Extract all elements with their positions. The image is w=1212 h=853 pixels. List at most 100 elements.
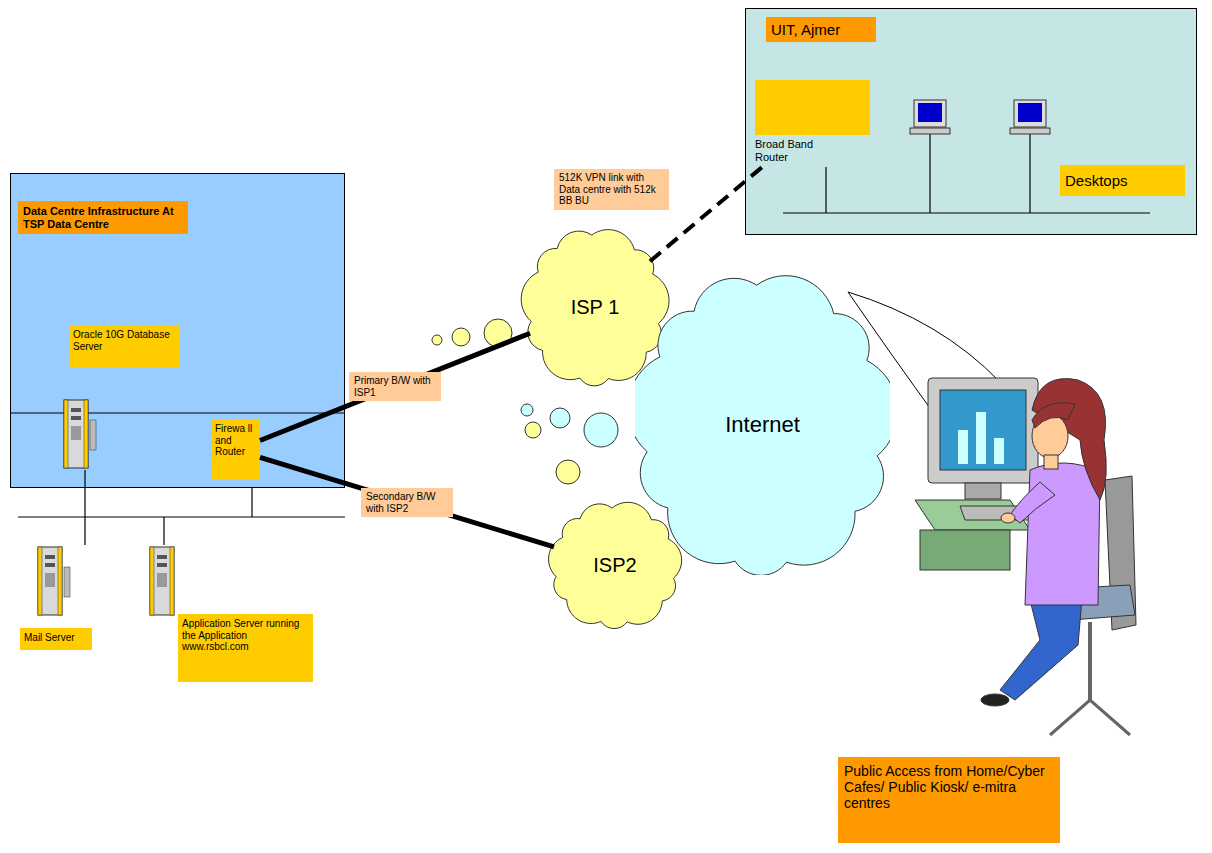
server-label: Mail Server	[20, 628, 92, 650]
server-label: Oracle 10G Database Server	[69, 325, 179, 368]
desktop-icon	[910, 128, 950, 134]
server-icon	[150, 547, 174, 615]
cloud-shape	[521, 230, 669, 386]
server-icon	[58, 547, 62, 615]
internet-cloud: Internet	[635, 275, 890, 575]
server-icon	[90, 420, 96, 450]
server-icon	[150, 547, 174, 615]
user-illustration	[915, 378, 1136, 735]
server-icon	[45, 563, 55, 567]
link-label: Secondary B/W with ISP2	[361, 488, 453, 517]
router-panel	[755, 80, 870, 135]
user-illustration	[958, 430, 968, 464]
lan-bus	[825, 167, 826, 213]
link-label: Primary B/W with ISP1	[349, 372, 441, 401]
user-illustration	[920, 530, 1010, 570]
cloud-label: Internet	[725, 412, 800, 437]
desktop-icon	[1018, 103, 1042, 122]
node-label: Application Server running the Applicati…	[182, 618, 309, 653]
user-illustration	[1088, 622, 1092, 700]
desktop-icon	[918, 103, 942, 122]
cloud-shape	[549, 502, 682, 628]
heading-label: UIT, Ajmer	[766, 17, 876, 42]
caption-box: Public Access from Home/Cyber Cafes/ Pub…	[838, 757, 1060, 843]
site-box: UIT, AjmerBroad Band RouterDesktops	[745, 8, 1197, 235]
user-illustration	[1000, 598, 1082, 700]
server-icon	[38, 547, 42, 615]
cloud-label: ISP2	[593, 554, 636, 577]
thought-bubbles	[452, 328, 470, 346]
network-link	[260, 333, 530, 440]
thought-bubbles	[550, 408, 570, 428]
server-icon	[38, 547, 70, 615]
data-centre-box: Data Centre Infrastructure At TSP Data C…	[10, 173, 345, 488]
server-icon	[157, 573, 167, 587]
thought-bubbles	[432, 335, 442, 345]
server-icon	[71, 426, 81, 440]
user-illustration	[1050, 700, 1130, 735]
server-icon	[45, 573, 55, 587]
desktop-icon	[910, 100, 950, 134]
lan-bus	[10, 413, 345, 414]
user-illustration	[965, 483, 1001, 499]
user-illustration	[1032, 379, 1106, 500]
user-illustration	[928, 378, 1038, 483]
lan-bus	[163, 517, 164, 545]
server-icon	[150, 547, 154, 615]
lan-bus	[10, 134, 1150, 545]
lan-bus	[84, 470, 85, 545]
desktop-icon	[1010, 100, 1050, 134]
server-icon	[157, 563, 167, 567]
user-illustration	[994, 438, 1004, 464]
thought-bubbles	[584, 413, 618, 447]
thought-bubbles	[525, 422, 541, 438]
server-icon	[64, 400, 96, 468]
user-illustration	[981, 694, 1009, 706]
heading-label: Data Centre Infrastructure At TSP Data C…	[18, 201, 188, 234]
node-label: Public Access from Home/Cyber Cafes/ Pub…	[844, 763, 1054, 811]
server-icon	[157, 555, 167, 559]
server-icon	[64, 567, 70, 597]
firewall-label: Firewa ll and Router	[212, 420, 260, 480]
thought-bubbles	[521, 404, 533, 416]
node-label: Oracle 10G Database Server	[73, 329, 175, 352]
user-illustration	[1032, 403, 1075, 428]
lan-bus	[1029, 134, 1030, 213]
lan-bus	[929, 134, 930, 213]
user-illustration	[940, 390, 1026, 470]
node-label: Mail Server	[24, 632, 88, 644]
thought-bubbles	[432, 319, 618, 484]
cloud-label: ISP 1	[571, 296, 620, 319]
thought-bubbles	[556, 460, 580, 484]
label-box: Desktops	[1060, 165, 1185, 196]
server-icon	[170, 547, 174, 615]
user-illustration	[1010, 482, 1055, 523]
lan-bus	[18, 516, 345, 517]
server-icon	[71, 408, 81, 412]
cloud-shape	[635, 276, 890, 575]
router-box: Broad Band Router	[755, 80, 873, 167]
link-label: 512K VPN link with Data centre with 512k…	[554, 169, 669, 210]
server-icon	[38, 547, 62, 615]
user-illustration	[1001, 513, 1015, 523]
node-label: Broad Band Router	[755, 138, 827, 163]
desktop-icon	[914, 100, 946, 127]
access-line	[848, 292, 935, 415]
access-line	[848, 292, 1000, 382]
server-label: Application Server running the Applicati…	[178, 614, 313, 682]
server-icon	[71, 416, 81, 420]
server-icon	[64, 400, 88, 468]
lan-bus	[251, 488, 252, 517]
network-link	[260, 457, 554, 547]
desktop-icon	[1010, 128, 1050, 134]
server-icon	[64, 400, 68, 468]
isp-cloud: ISP2	[545, 498, 685, 633]
lan-bus	[783, 212, 1150, 213]
node-label: Firewa ll and Router	[215, 423, 257, 458]
user-illustration	[1044, 455, 1058, 469]
server-icon	[84, 400, 88, 468]
desktop-icon	[1014, 100, 1046, 127]
